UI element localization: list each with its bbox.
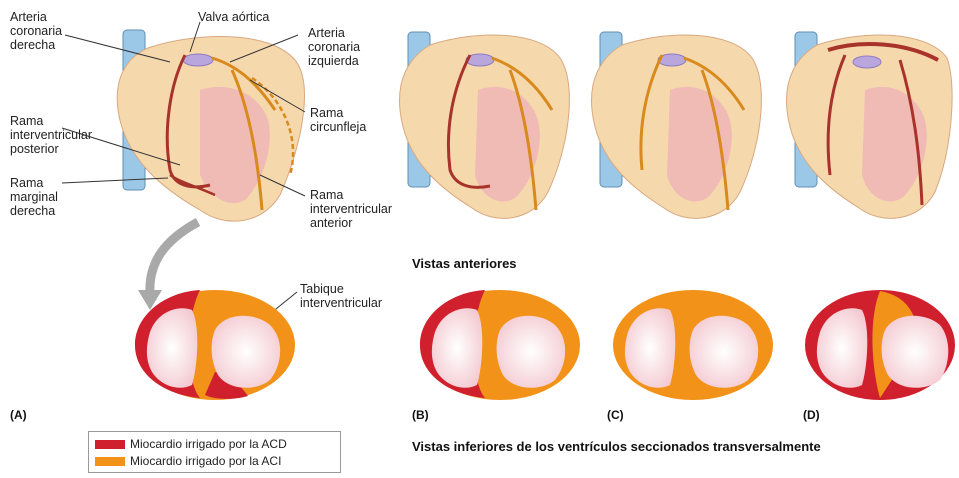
- label-tabique-interventricular: Tabique interventricular: [300, 282, 382, 310]
- heart-view-c: [592, 32, 762, 218]
- label-rama-circunfleja: Rama circunfleja: [310, 106, 366, 134]
- label-rama-interventricular-anterior: Rama interventricular anterior: [310, 188, 392, 230]
- heart-view-d: [787, 32, 953, 218]
- legend: Miocardio irrigado por la ACD Miocardio …: [88, 431, 341, 473]
- panel-label-a: (A): [10, 408, 27, 422]
- cross-section-d: [805, 290, 955, 400]
- legend-item-aci: Miocardio irrigado por la ACI: [95, 454, 281, 468]
- label-rama-marginal-derecha: Rama marginal derecha: [10, 176, 58, 218]
- cross-section-c: [613, 290, 773, 400]
- caption-vistas-anteriores: Vistas anteriores: [412, 257, 517, 271]
- label-rama-interventricular-posterior: Rama interventricular posterior: [10, 114, 92, 156]
- heart-view-b: [400, 32, 570, 218]
- panel-label-d: (D): [803, 408, 820, 422]
- panel-label-c: (C): [607, 408, 624, 422]
- label-arteria-coronaria-derecha: Arteria coronaria derecha: [10, 10, 62, 52]
- label-arteria-coronaria-izquierda: Arteria coronaria izquierda: [308, 26, 360, 68]
- cross-section-a: [135, 290, 295, 400]
- heart-view-a: [117, 30, 304, 221]
- caption-vistas-inferiores: Vistas inferiores de los ventrículos sec…: [412, 440, 821, 454]
- cross-section-b: [420, 290, 580, 400]
- curved-arrow-icon: [150, 222, 198, 295]
- panel-label-b: (B): [412, 408, 429, 422]
- aortic-valve: [183, 54, 213, 66]
- legend-swatch-aci: [95, 457, 125, 466]
- label-valva-aortica: Valva aórtica: [198, 10, 269, 24]
- legend-item-acd: Miocardio irrigado por la ACD: [95, 437, 287, 451]
- legend-swatch-acd: [95, 440, 125, 449]
